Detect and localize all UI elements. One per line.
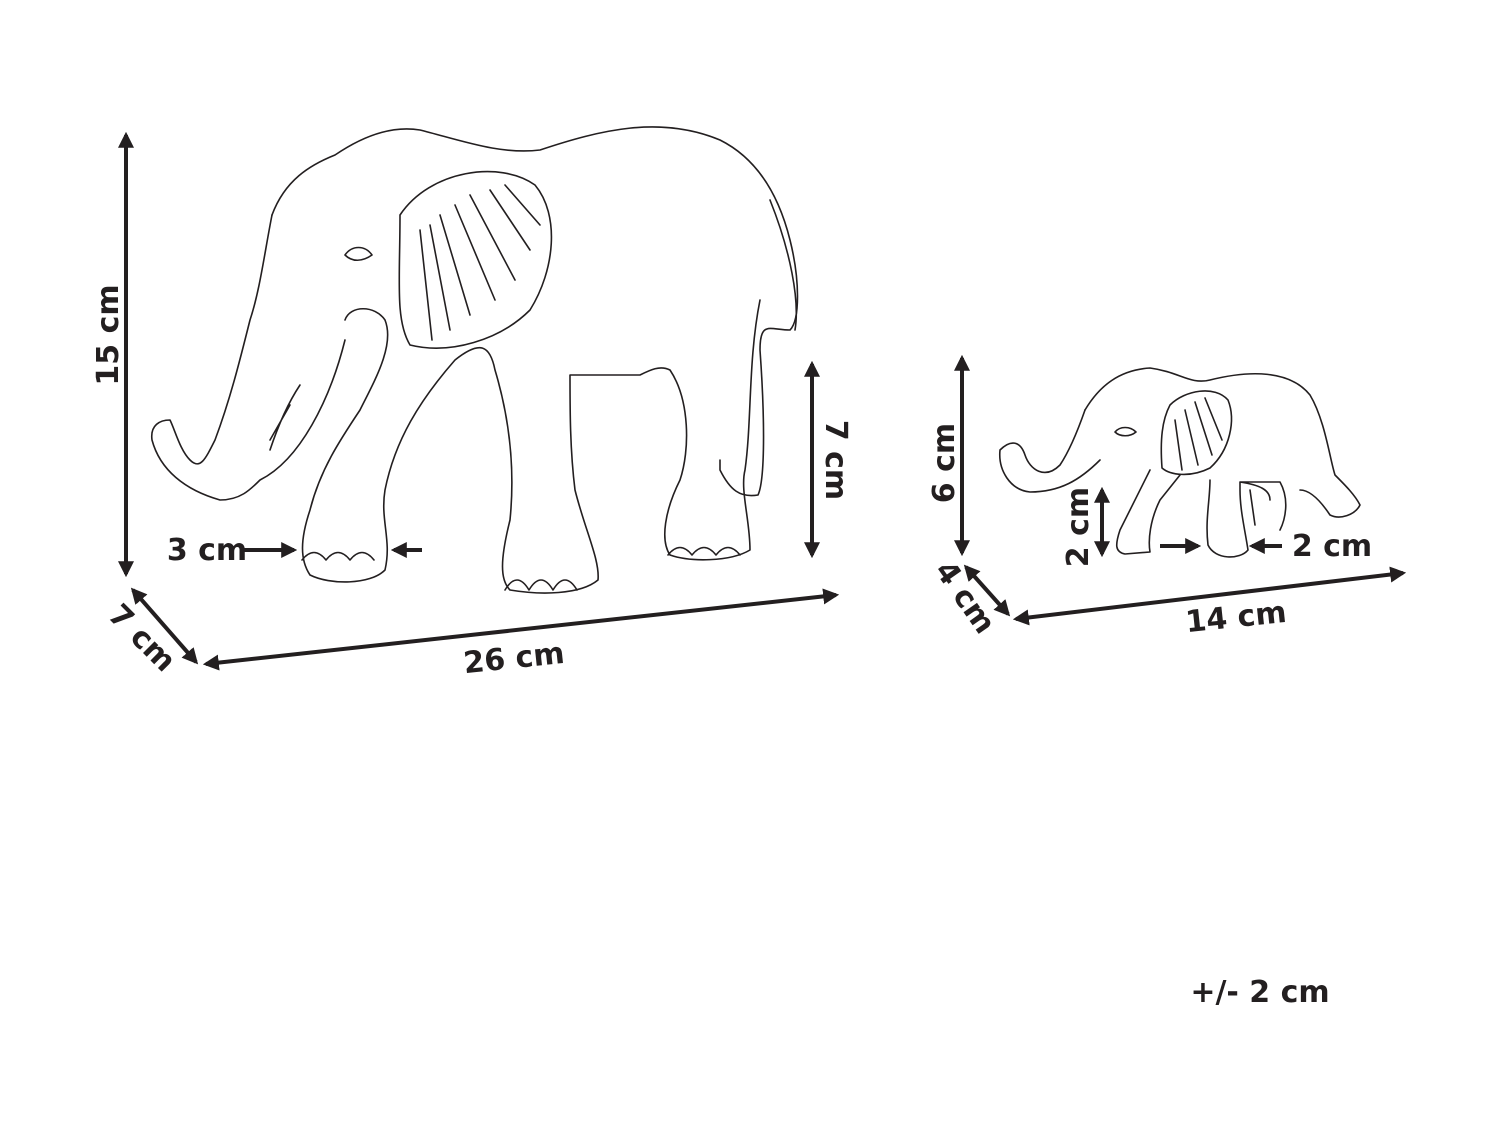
small-length-dimension: 14 cm bbox=[1012, 566, 1407, 640]
large-depth-dimension: 7 cm bbox=[101, 587, 199, 679]
foot-label: 3 cm bbox=[167, 533, 247, 568]
depth-arrow bbox=[963, 564, 1011, 617]
depth-label: 7 cm bbox=[101, 597, 183, 679]
height-label: 15 cm bbox=[91, 284, 126, 385]
large-height-dimension: 15 cm bbox=[91, 131, 134, 578]
small-foot-dimension: 2 cm bbox=[1160, 529, 1372, 564]
length-label: 26 cm bbox=[462, 636, 566, 681]
leg-label: 7 cm bbox=[818, 420, 853, 500]
height-label: 6 cm bbox=[927, 423, 962, 503]
small-elephant-drawing bbox=[999, 367, 1361, 558]
tolerance-note: +/- 2 cm bbox=[1190, 975, 1329, 1010]
large-foot-dimension: 3 cm bbox=[167, 533, 422, 568]
leg-label: 2 cm bbox=[1061, 487, 1096, 567]
small-depth-dimension: 4 cm bbox=[927, 555, 1011, 641]
large-length-dimension: 26 cm bbox=[202, 588, 840, 681]
length-arrow bbox=[202, 588, 840, 671]
large-elephant-drawing bbox=[150, 126, 799, 594]
length-label: 14 cm bbox=[1184, 595, 1288, 640]
small-leg-dimension: 2 cm bbox=[1061, 486, 1110, 567]
depth-arrow bbox=[130, 587, 199, 665]
foot-label: 2 cm bbox=[1292, 529, 1372, 564]
small-height-dimension: 6 cm bbox=[927, 354, 970, 557]
length-arrow bbox=[1012, 566, 1407, 626]
large-leg-dimension: 7 cm bbox=[804, 360, 853, 559]
